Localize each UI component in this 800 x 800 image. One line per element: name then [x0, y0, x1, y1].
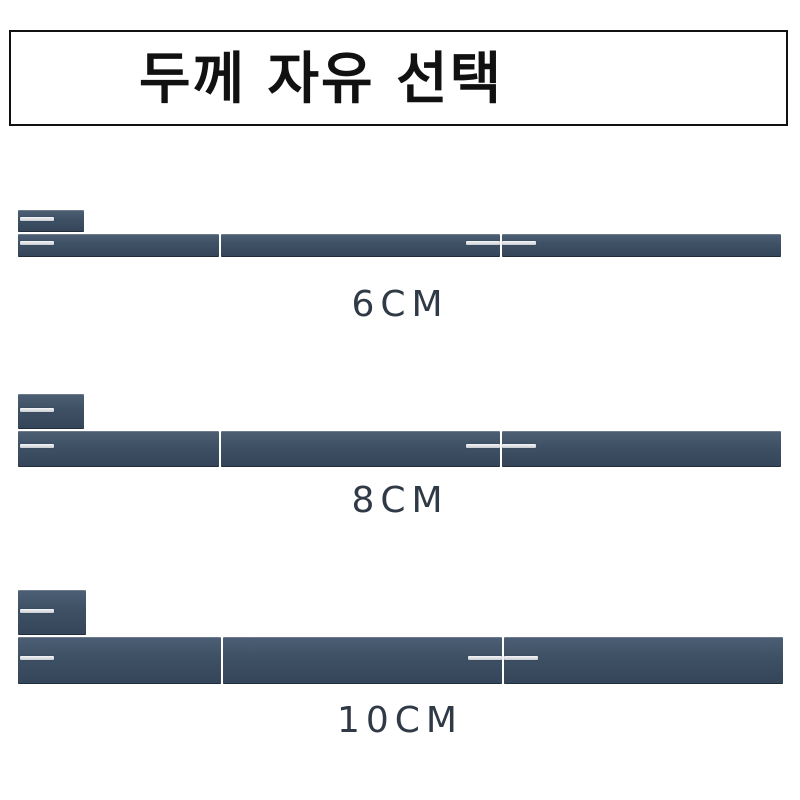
thickness-label: 10CM	[336, 700, 463, 741]
thickness-label: 6CM	[351, 284, 449, 325]
thickness-option-8cm[interactable]: 8CM	[0, 0, 800, 530]
mounting-strip	[504, 656, 538, 660]
mounting-strip	[20, 241, 54, 245]
mounting-strip	[20, 408, 54, 412]
mounting-strip	[468, 656, 502, 660]
thickness-option-6cm[interactable]: 6CM	[0, 0, 800, 330]
mounting-strip	[20, 609, 54, 613]
wall-panel	[18, 234, 219, 257]
mounting-strip	[466, 444, 500, 448]
mounting-strip	[20, 217, 54, 221]
wall-panel	[502, 431, 781, 467]
wall-panel	[223, 637, 502, 684]
thickness-option-10cm[interactable]: 10CM	[0, 0, 800, 750]
wall-panel	[502, 234, 781, 257]
mounting-strip	[502, 444, 536, 448]
mounting-strip	[502, 241, 536, 245]
mounting-strip	[466, 241, 500, 245]
page-title: 두께 자유 선택	[139, 47, 504, 112]
title-box: 두께 자유 선택	[9, 30, 788, 126]
wall-panel	[221, 431, 500, 467]
small-panel	[18, 210, 84, 232]
wall-panel	[504, 637, 783, 684]
thickness-label: 8CM	[351, 480, 449, 521]
mounting-strip	[20, 444, 54, 448]
wall-panel	[221, 234, 500, 257]
wall-panel	[18, 637, 221, 684]
wall-panel	[18, 431, 219, 467]
mounting-strip	[20, 656, 54, 660]
